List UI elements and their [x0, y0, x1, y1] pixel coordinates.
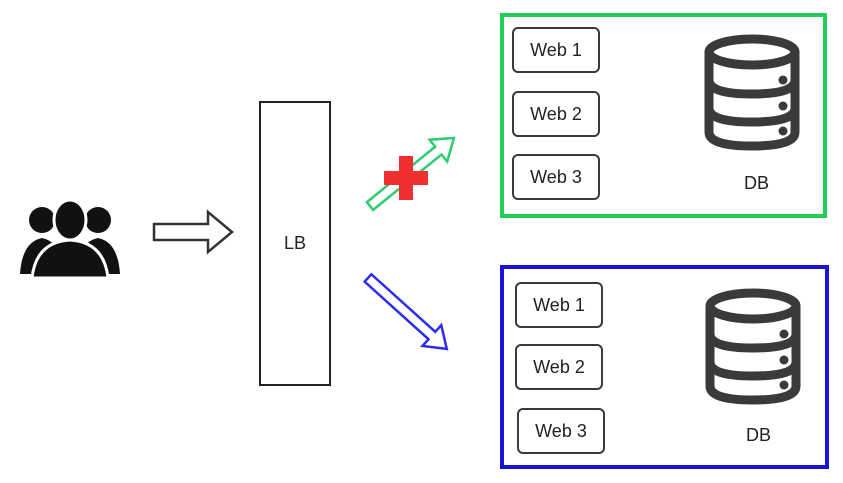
- blue-web-server-3: Web 3: [517, 408, 605, 454]
- green-web-server-3: Web 3: [512, 154, 600, 200]
- database-icon: [704, 34, 800, 151]
- red-cross-icon: [384, 156, 428, 200]
- green-environment: [500, 13, 827, 218]
- green-db-label: DB: [744, 173, 770, 193]
- blue-web-server-1: Web 1: [515, 282, 603, 328]
- server-label: Web 2: [530, 103, 582, 124]
- green-web-server-2: Web 2: [512, 91, 600, 137]
- hollow-arrow-right-icon: [152, 209, 234, 255]
- server-label: Web 1: [530, 39, 582, 60]
- green-web-server-1: Web 1: [512, 27, 600, 73]
- blue-environment: [500, 265, 829, 469]
- server-label: Web 2: [533, 356, 585, 377]
- server-label: Web 1: [533, 294, 585, 315]
- users-group-icon: [20, 198, 120, 280]
- hollow-arrow-down-right-icon: [362, 272, 449, 351]
- blue-web-server-2: Web 2: [515, 344, 603, 390]
- load-balancer: LB: [259, 101, 331, 386]
- load-balancer-label: LB: [283, 233, 307, 253]
- blue-db-label: DB: [746, 425, 772, 445]
- database-icon: [705, 288, 801, 405]
- server-label: Web 3: [535, 420, 587, 441]
- server-label: Web 3: [530, 166, 582, 187]
